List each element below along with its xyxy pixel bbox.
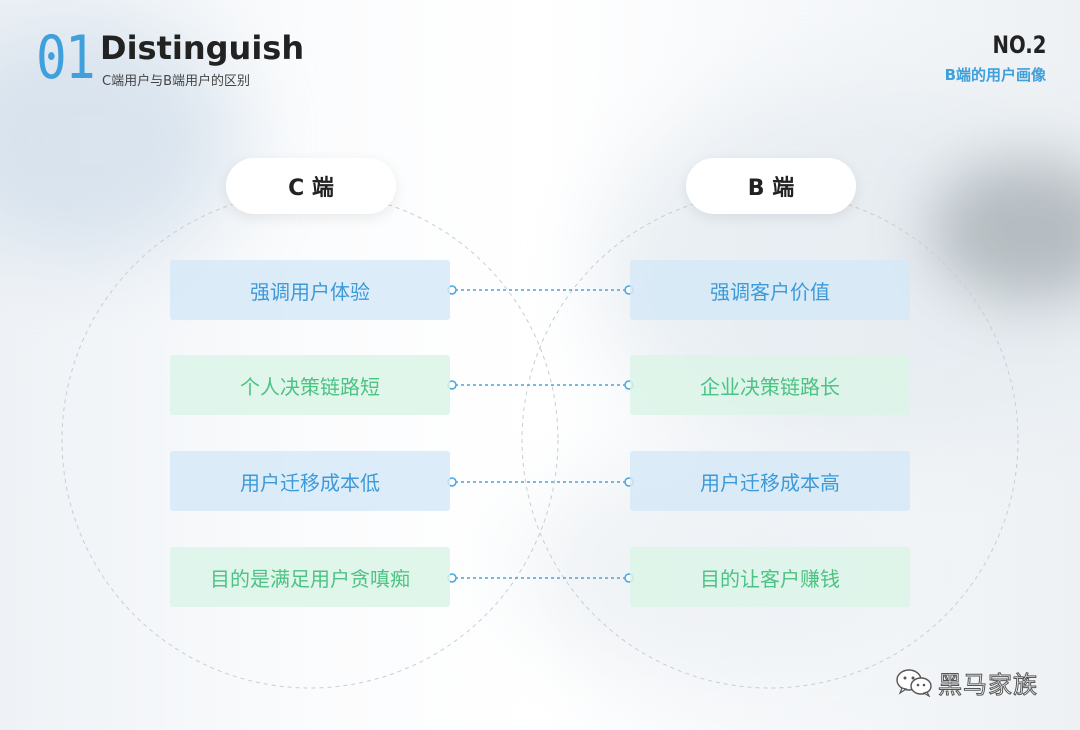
b-item-2: 企业决策链路长 (630, 355, 910, 415)
c-item-2: 个人决策链路短 (170, 355, 450, 415)
watermark-text: 黑马家族 (938, 670, 1038, 699)
c-item-4: 目的是满足用户贪嗔痴 (170, 547, 450, 607)
connector-row-2 (447, 380, 634, 390)
bg-blur-blob (930, 160, 1080, 300)
c-item-1: 强调用户体验 (170, 260, 450, 320)
connector-row-3 (447, 477, 634, 487)
b-item-3: 用户迁移成本高 (630, 451, 910, 511)
connector-row-1 (447, 285, 634, 295)
page-section-title: B端的用户画像 (944, 66, 1046, 84)
header-right: NO.2 B端的用户画像 (945, 30, 1046, 85)
c-side-label: C 端 (226, 158, 396, 214)
bg-blur-blob (0, 20, 240, 260)
section-number: 01 (36, 23, 96, 93)
wechat-icon (896, 669, 932, 697)
b-item-4: 目的让客户赚钱 (630, 547, 910, 607)
connector-row-4 (447, 573, 634, 583)
b-side-label: B 端 (686, 158, 856, 214)
page-title: Distinguish (100, 29, 305, 67)
page-subtitle: C端用户与B端用户的区别 (102, 74, 250, 89)
watermark: 黑马家族 (894, 664, 1038, 700)
page-number: NO.2 (992, 31, 1046, 59)
b-item-1: 强调客户价值 (630, 260, 910, 320)
c-item-3: 用户迁移成本低 (170, 451, 450, 511)
